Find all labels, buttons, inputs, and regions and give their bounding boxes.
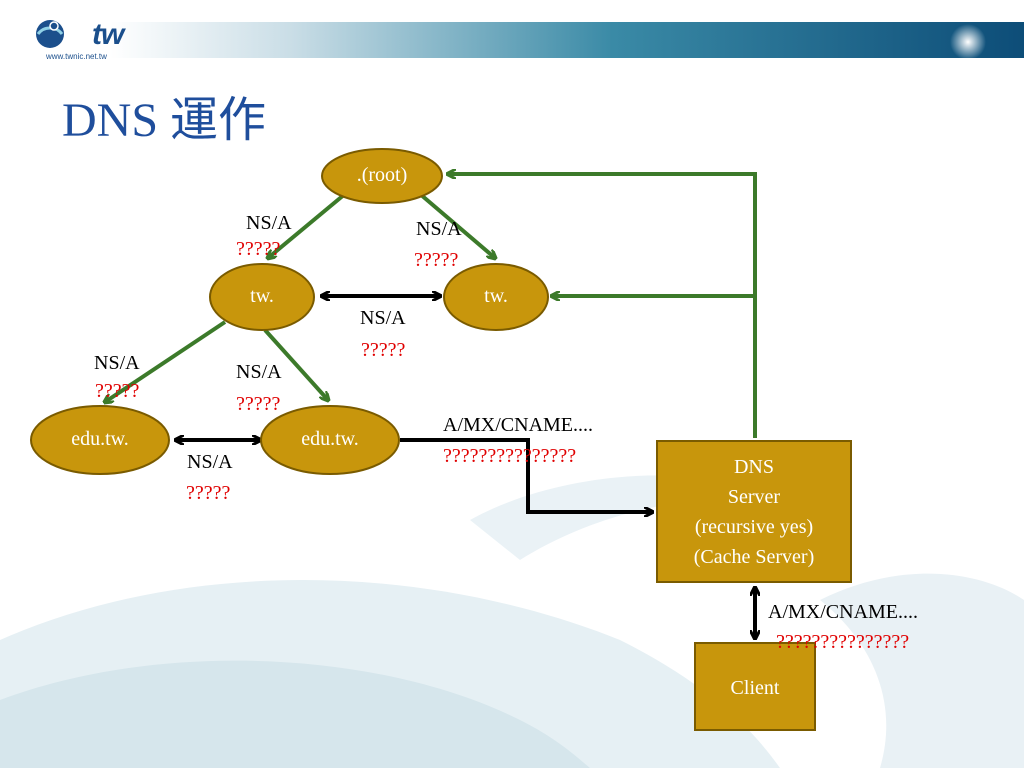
edge-label-amx-2: A/MX/CNAME.... (768, 601, 919, 623)
edge-label-nsa-2: NS/A (416, 218, 462, 240)
logo-url: www.twnic.net.tw (46, 52, 107, 61)
arrow-server-to-root (448, 174, 757, 438)
dns-server-line-3: (recursive yes) (694, 516, 814, 538)
edge-label-nsa-4: NS/A (94, 352, 140, 374)
edge-label-nsa-3: NS/A (360, 307, 406, 329)
edge-label-amx-q-1: ??????????????? (443, 445, 577, 467)
page-title: DNS 運作 (62, 94, 267, 147)
arrow-tw-to-edu-right (263, 328, 328, 400)
edge-label-q-3: ????? (361, 339, 406, 361)
edge-label-nsa-5: NS/A (236, 361, 282, 383)
client-label: Client (730, 677, 780, 699)
globe-icon (36, 20, 64, 48)
edge-label-q-6: ????? (186, 482, 231, 504)
logo-text: tw (92, 18, 124, 51)
arrow-root-to-tw-right (418, 192, 495, 258)
edge-label-amx-q-2: ??????????????? (776, 631, 910, 653)
node-edu-right-label: edu.tw. (301, 428, 359, 450)
node-edu-left-label: edu.tw. (71, 428, 129, 450)
node-tw-left-label: tw. (250, 285, 274, 307)
node-root-label: .(root) (356, 164, 408, 186)
edge-label-q-2: ????? (414, 249, 459, 271)
node-edu-left (30, 405, 170, 475)
edge-label-q-1: ????? (236, 238, 281, 260)
edge-label-q-5: ????? (236, 393, 281, 415)
arrow-edu-to-server (400, 438, 652, 512)
dns-server-label: DNS Server (recursive yes) (Cache Server… (657, 452, 851, 572)
node-edu-right (260, 405, 400, 475)
node-tw-right (443, 263, 549, 331)
dns-server-line-4: (Cache Server) (693, 546, 815, 568)
arrow-root-to-tw-left (268, 192, 347, 258)
edge-label-q-4: ????? (95, 380, 140, 402)
twnic-logo: tw www.twnic.net.tw (34, 14, 124, 64)
client-box (694, 642, 816, 731)
node-root (321, 148, 443, 204)
edge-label-amx-1: A/MX/CNAME.... (443, 414, 594, 436)
node-tw-right-label: tw. (484, 285, 508, 307)
edge-label-nsa-1: NS/A (246, 212, 292, 234)
dns-server-box (656, 440, 852, 583)
dns-server-line-1: DNS (733, 456, 774, 478)
dns-server-line-2: Server (727, 486, 781, 508)
node-tw-left (209, 263, 315, 331)
edge-label-nsa-6: NS/A (187, 451, 233, 473)
arrow-tw-to-edu-left (105, 320, 227, 402)
